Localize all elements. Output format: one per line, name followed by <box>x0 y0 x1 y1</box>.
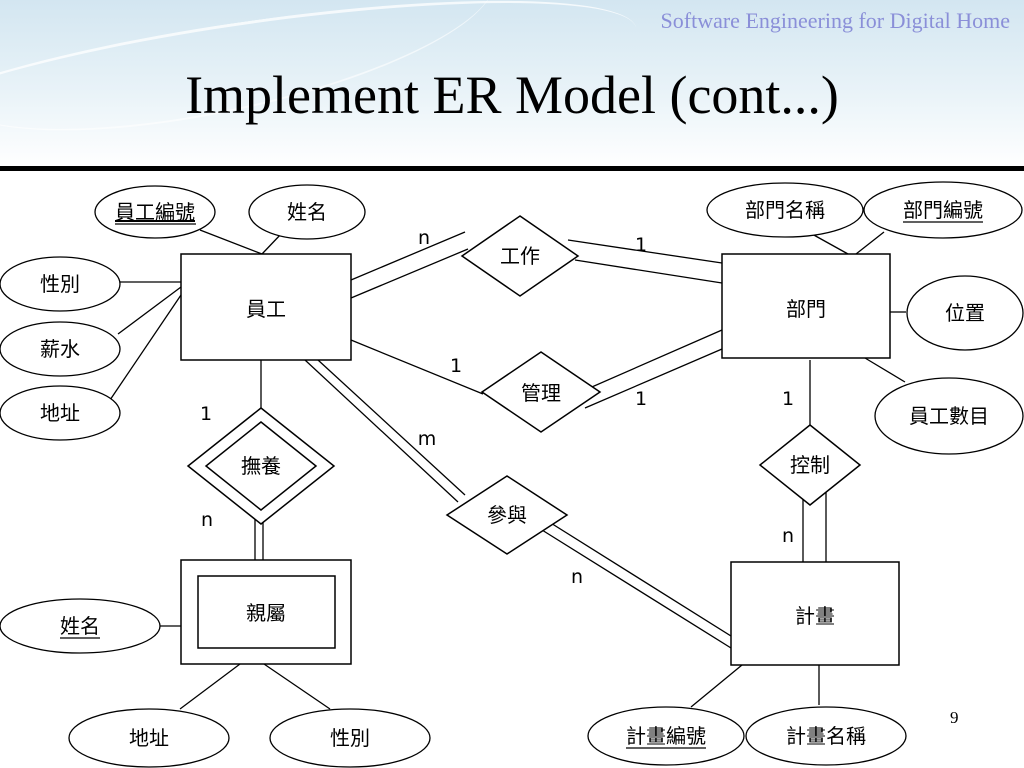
attribute-dep-sex-label: 性別 <box>330 726 370 750</box>
attribute-emp-name-label: 姓名 <box>287 200 327 224</box>
relationship-controls-diamond <box>758 424 862 506</box>
attribute-dep-sex-ellipse <box>269 708 431 768</box>
attribute-dep-name-ellipse <box>0 598 161 654</box>
attribute-dep-address-ellipse <box>68 708 230 768</box>
relationship-supports-label: 撫養 <box>241 454 281 478</box>
entity-employee-box <box>180 253 352 361</box>
entity-department-box <box>721 253 891 359</box>
cardinality-participates-employee: m <box>418 428 437 450</box>
attribute-dep-address-label: 地址 <box>129 726 169 750</box>
attribute-dept-location-label: 位置 <box>945 301 985 325</box>
entity-project-label: 計畫 <box>795 604 835 628</box>
relationship-manages-diamond <box>480 351 602 433</box>
cardinality-supports-employee: 1 <box>200 403 212 425</box>
attribute-dept-id-label: 部門編號 <box>903 198 983 222</box>
attribute-dept-name-ellipse <box>706 182 864 238</box>
relationship-participates-diamond <box>445 475 569 555</box>
relationship-works-label: 工作 <box>500 244 540 268</box>
attribute-dept-emp-count-ellipse <box>874 377 1024 455</box>
attribute-emp-salary-ellipse <box>0 321 121 377</box>
entity-employee-label: 員工 <box>246 297 286 321</box>
relationship-supports-inner-diamond <box>204 421 318 511</box>
page-number: 9 <box>950 708 959 727</box>
attribute-emp-name-ellipse <box>248 184 366 240</box>
slide-title: Implement ER Model (cont...) <box>185 65 839 125</box>
attribute-emp-salary-label: 薪水 <box>40 337 80 361</box>
cardinality-manages-department: 1 <box>635 388 647 410</box>
attribute-dept-name-label: 部門名稱 <box>745 198 825 222</box>
attribute-emp-address-ellipse <box>0 385 121 441</box>
entity-dependent-label: 親屬 <box>246 601 286 625</box>
attribute-proj-id-ellipse <box>587 706 745 766</box>
attribute-emp-address-label: 地址 <box>40 401 80 425</box>
relationship-manages-label: 管理 <box>521 381 561 405</box>
attribute-proj-name-ellipse <box>745 706 907 766</box>
cardinality-controls-project: n <box>782 525 794 547</box>
connector-lines <box>109 229 906 710</box>
attribute-emp-sex-label: 性別 <box>40 272 80 296</box>
relationship-participates-label: 參與 <box>487 503 527 527</box>
attribute-emp-id-label: 員工編號 <box>115 200 195 224</box>
entity-project-box <box>730 561 900 666</box>
cardinality-works-employee: n <box>418 227 430 249</box>
attribute-dep-name-label: 姓名 <box>60 614 100 638</box>
entity-department-label: 部門 <box>786 297 826 321</box>
course-label: Software Engineering for Digital Home <box>660 8 1010 33</box>
relationship-controls-label: 控制 <box>790 453 830 477</box>
attribute-proj-name-label: 計畫名稱 <box>786 724 866 748</box>
cardinality-supports-dependent: n <box>201 509 213 531</box>
header-background <box>0 0 1024 168</box>
title-rule <box>0 166 1024 171</box>
attribute-emp-sex-ellipse <box>0 256 121 312</box>
cardinality-controls-department: 1 <box>782 388 794 410</box>
attribute-dept-id-ellipse <box>863 181 1023 239</box>
cardinality-participates-project: n <box>571 566 583 588</box>
attribute-dept-location-ellipse <box>906 275 1024 351</box>
entity-dependent-inner-box <box>197 575 336 649</box>
relationship-works-diamond <box>460 215 580 297</box>
cardinality-manages-employee: 1 <box>450 355 462 377</box>
attribute-proj-id-label: 計畫編號 <box>626 724 706 748</box>
cardinality-works-department: 1 <box>635 234 647 256</box>
attribute-dept-emp-count-label: 員工數目 <box>909 404 989 428</box>
attribute-emp-id-ellipse <box>94 185 216 239</box>
